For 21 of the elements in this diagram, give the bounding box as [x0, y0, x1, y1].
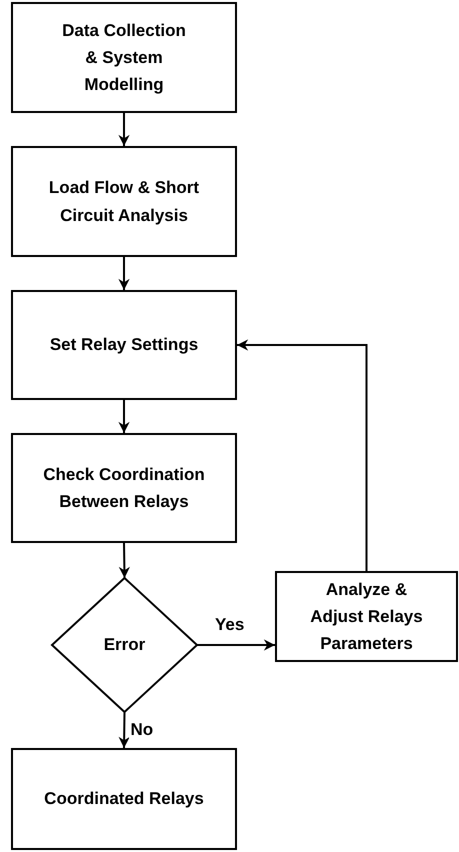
process-box — [11, 2, 237, 113]
arrow — [236, 339, 368, 571]
node-text: Coordinated Relays — [44, 788, 204, 810]
process-box — [11, 290, 237, 400]
node-text: Error — [104, 634, 146, 656]
node-text: Check Coordination Between Relays — [42, 464, 206, 513]
node-text: Set Relay Settings — [50, 334, 198, 356]
arrow — [118, 257, 130, 290]
node-text: Load Flow & Short Circuit Analysis — [48, 177, 200, 226]
node-text: Analyze & Adjust Relays Parameters — [309, 578, 424, 656]
arrow — [118, 712, 130, 748]
process-box — [11, 748, 237, 850]
node-text: Data Collection & System Modelling — [61, 20, 187, 96]
arrow — [118, 400, 130, 434]
arrow — [118, 542, 130, 578]
arrow — [197, 639, 276, 651]
process-box — [11, 146, 237, 257]
arrow — [118, 113, 130, 146]
process-box — [275, 571, 458, 662]
edge-label: No — [128, 720, 156, 740]
process-box — [11, 433, 237, 543]
